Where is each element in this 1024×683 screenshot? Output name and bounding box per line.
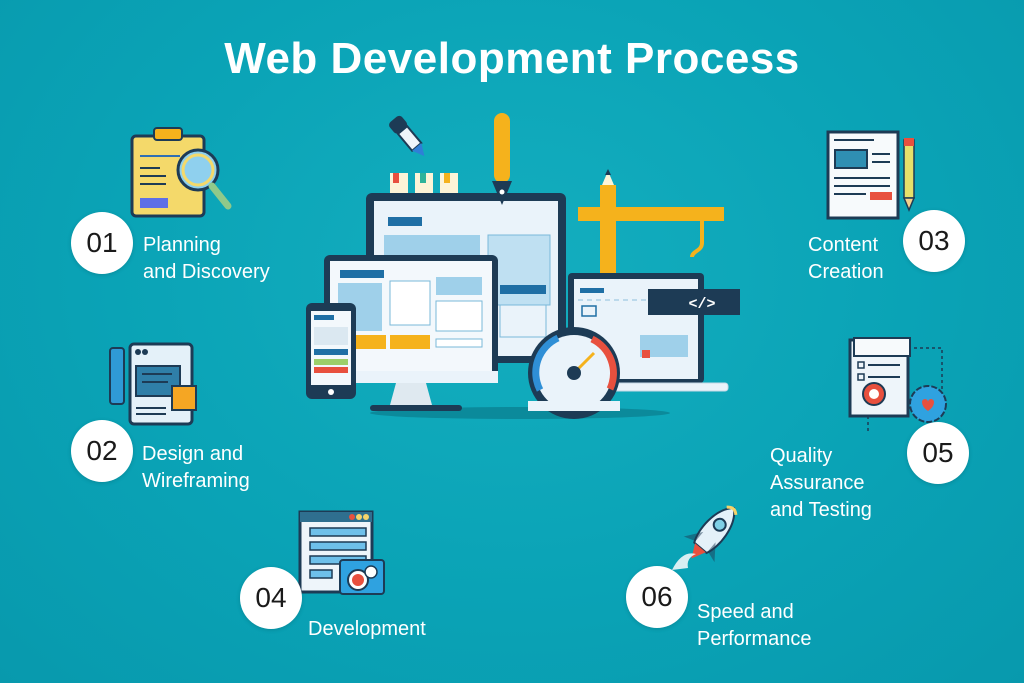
step-label-line: Content — [808, 234, 879, 256]
step-label-line: and Discovery — [143, 261, 270, 283]
step-label-line: Development — [308, 618, 426, 640]
eyedropper-icon — [389, 115, 425, 157]
checklist-gear-icon — [846, 336, 956, 432]
step-number-badge: 04 — [240, 567, 302, 629]
step-label-line: Design and — [142, 443, 244, 465]
step-label-line: Quality — [770, 445, 833, 467]
step-label-line: Assurance — [770, 472, 865, 494]
step-label-line: Speed and — [697, 601, 794, 623]
step-label: Speed and Performance — [697, 599, 812, 653]
step-number-badge: 02 — [71, 420, 133, 482]
code-tag-label: </> — [688, 296, 715, 313]
step-label: Content Creation — [808, 232, 884, 286]
clipboard-magnifier-icon — [130, 126, 235, 218]
wireframe-pen-icon — [108, 342, 200, 426]
step-label: Planning and Discovery — [143, 232, 270, 286]
rocket-icon — [668, 498, 758, 578]
document-pencil-icon — [826, 130, 918, 220]
step-number-badge: 01 — [71, 212, 133, 274]
step-number-badge: 06 — [626, 566, 688, 628]
devices-illustration: </> — [300, 105, 740, 420]
step-number-badge: 05 — [907, 422, 969, 484]
browser-camera-icon — [296, 508, 388, 598]
page-title: Web Development Process — [224, 34, 800, 83]
step-label: Design and Wireframing — [142, 441, 250, 495]
step-label-line: and Testing — [770, 499, 872, 521]
step-number-badge: 03 — [903, 210, 965, 272]
step-label-line: Performance — [697, 628, 812, 650]
step-label-line: Wireframing — [142, 470, 250, 492]
step-label-line: Planning — [143, 234, 221, 256]
step-label: Quality Assurance and Testing — [770, 443, 872, 524]
step-label: Development — [308, 616, 426, 643]
step-label-line: Creation — [808, 261, 884, 283]
